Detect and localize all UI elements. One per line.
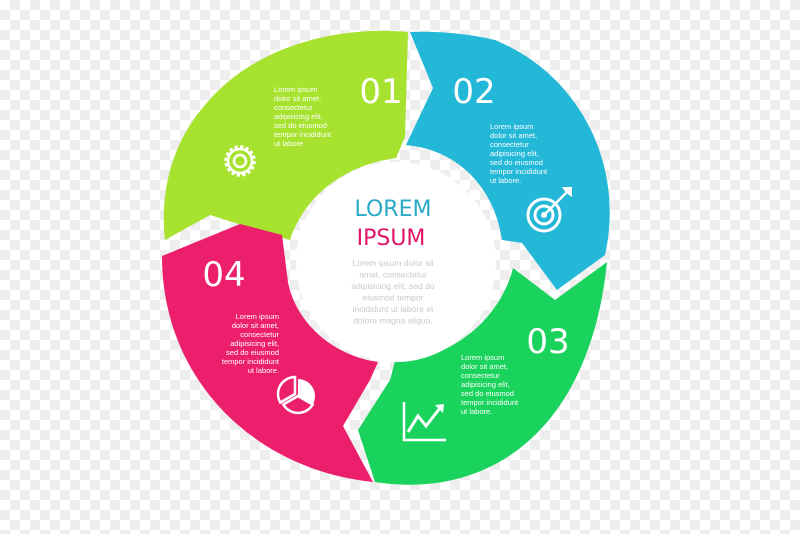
center-title-line1: LOREM	[355, 197, 432, 222]
step-text-line: tempor incididunt	[274, 130, 332, 139]
step-text-line: ut labore.	[274, 139, 305, 148]
gear-icon	[224, 145, 256, 177]
step-text-line: Lorem ipsum	[274, 85, 317, 94]
step-text-line: adipisicing elit,	[490, 149, 539, 158]
step-text-line: adipisicing elit,	[461, 380, 510, 389]
center-body-line: dolore magna aliqua.	[353, 316, 432, 326]
segment-02	[406, 31, 610, 291]
step-text-line: sed do eiusmod	[490, 158, 543, 167]
step-text-line: tempor incididunt	[222, 357, 280, 366]
center-body-line: amet, consectetur	[359, 270, 427, 280]
step-text-line: sed do eiusmod	[274, 121, 327, 130]
step-text-line: consectetur	[490, 140, 529, 149]
step-text-line: tempor incididunt	[461, 398, 519, 407]
step-01-number: 01	[359, 72, 402, 112]
step-text-line: consectetur	[461, 371, 500, 380]
center-body-line: Lorem ipsum dolor sit	[352, 258, 434, 268]
center-body-line: adipisicing elit, sed do	[351, 281, 434, 291]
pie-chart-icon	[276, 375, 315, 415]
step-text-line: sed do eiusmod	[226, 348, 279, 357]
segment-01	[163, 30, 408, 240]
segment-03	[358, 262, 607, 485]
step-text-line: adipisicing elit,	[230, 339, 279, 348]
step-text-line: consectetur	[274, 103, 313, 112]
step-text-line: ut labore.	[461, 407, 492, 416]
step-04-number: 04	[202, 255, 245, 295]
step-text-line: sed do eiusmod	[461, 389, 514, 398]
center-body-text: Lorem ipsum dolor sit amet, consecteturad…	[351, 258, 434, 326]
step-text-line: ut labore.	[248, 366, 279, 375]
center-circle	[296, 162, 496, 362]
step-text-line: adipisicing elit,	[274, 112, 323, 121]
growth-chart-icon	[402, 402, 446, 442]
step-text-line: Lorem ipsum	[461, 353, 504, 362]
step-text-line: dolor sit amet,	[490, 131, 537, 140]
step-03-number: 03	[526, 322, 569, 362]
step-text-line: dolor sit amet,	[274, 94, 321, 103]
step-text-line: Lorem ipsum	[490, 122, 533, 131]
target-icon	[526, 187, 572, 233]
center-title-line2: IPSUM	[357, 226, 426, 251]
step-text-line: dolor sit amet,	[232, 321, 279, 330]
segment-04	[162, 224, 378, 482]
center-body-line: eiusmod tempor	[363, 293, 424, 303]
step-02-number: 02	[452, 72, 495, 112]
step-text-line: ut labore.	[490, 176, 521, 185]
step-text-line: Lorem ipsum	[236, 312, 279, 321]
center-body-line: incididunt ut labore et	[353, 304, 434, 314]
step-text-line: tempor incididunt	[490, 167, 548, 176]
step-text-line: consectetur	[240, 330, 279, 339]
step-text-line: dolor sit amet,	[461, 362, 508, 371]
